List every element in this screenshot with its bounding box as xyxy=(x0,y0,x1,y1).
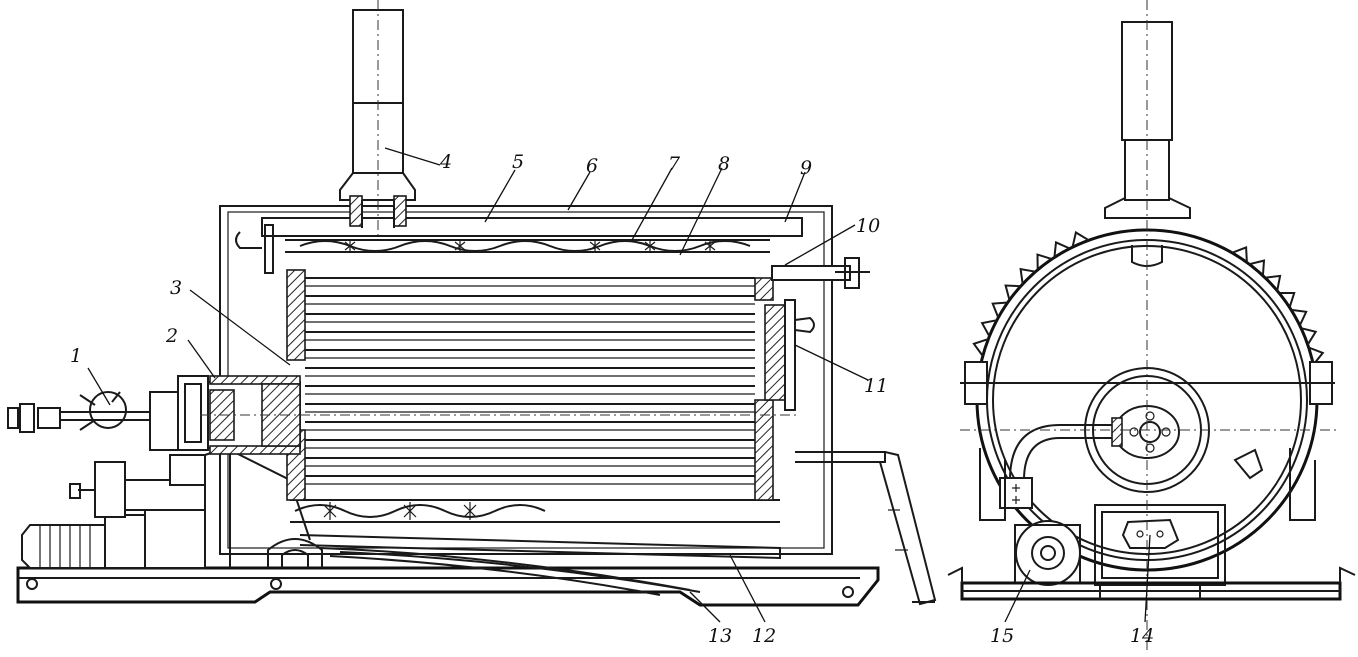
label-5: 5 xyxy=(512,151,524,173)
label-10: 10 xyxy=(856,215,880,237)
fin xyxy=(972,338,989,357)
burner-assembly xyxy=(7,375,209,451)
label-9: 9 xyxy=(800,157,812,179)
insulation-fins xyxy=(972,230,1325,366)
label-8: 8 xyxy=(718,153,730,175)
fin xyxy=(1036,253,1053,270)
front-section-view xyxy=(947,0,1356,652)
base-frame-front xyxy=(947,566,1356,601)
callout-labels: 1 2 3 4 5 6 7 8 9 10 11 12 13 14 15 xyxy=(70,151,1154,647)
drain-channel xyxy=(299,534,781,596)
fin xyxy=(980,319,998,337)
label-3: 3 xyxy=(170,277,182,299)
burner-unit xyxy=(1094,504,1226,586)
return-pipe xyxy=(795,451,937,606)
blower-motor xyxy=(21,454,206,569)
fin xyxy=(1300,327,1318,346)
label-11: 11 xyxy=(864,375,888,397)
fin xyxy=(1231,245,1248,263)
label-12: 12 xyxy=(752,625,776,647)
circulation-pump xyxy=(1014,520,1081,586)
fin xyxy=(1071,230,1090,248)
base-frame xyxy=(16,566,880,607)
label-1: 1 xyxy=(70,345,82,367)
fire-tube-bundle xyxy=(305,277,755,485)
fin xyxy=(1291,308,1308,326)
label-15: 15 xyxy=(990,625,1014,647)
label-14: 14 xyxy=(1130,625,1154,647)
label-13: 13 xyxy=(708,625,732,647)
fin xyxy=(1308,346,1325,366)
lower-coil xyxy=(290,499,780,523)
fin xyxy=(1053,240,1071,258)
rear-tube-sheet xyxy=(754,277,796,501)
fin xyxy=(1279,292,1296,308)
fin xyxy=(1004,284,1021,301)
fin xyxy=(991,301,1008,318)
leader-lines xyxy=(87,147,1151,623)
outlet-pipe xyxy=(771,257,870,289)
side-section-view xyxy=(7,0,937,607)
drum-shell xyxy=(235,217,803,274)
fin xyxy=(1249,259,1266,276)
outer-casing xyxy=(219,205,833,555)
label-2: 2 xyxy=(165,325,178,347)
fin xyxy=(1019,267,1036,285)
fin xyxy=(1264,274,1282,291)
upper-coil xyxy=(285,239,770,253)
label-4: 4 xyxy=(439,151,452,173)
label-7: 7 xyxy=(668,153,681,175)
label-6: 6 xyxy=(586,155,598,177)
lifting-lug xyxy=(200,316,815,416)
chimney xyxy=(339,0,416,235)
